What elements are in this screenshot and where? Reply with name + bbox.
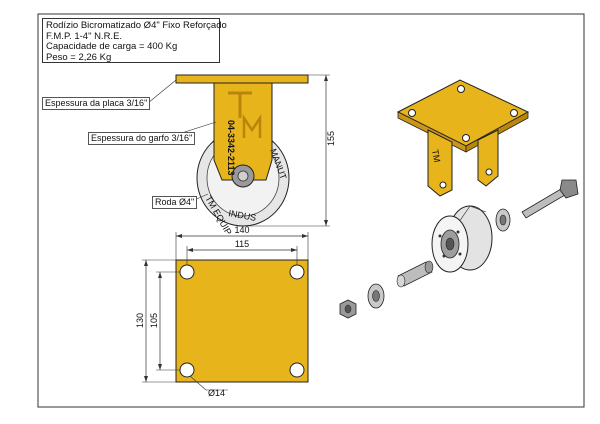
front-view: 04-3342-2113 TM EQUIP INDUS MANUT 155 [147, 74, 336, 237]
mount-hole-bl [179, 362, 195, 378]
isometric-bracket: TM [396, 79, 530, 197]
iso-fork-left [427, 129, 453, 197]
hole-spacing-y-dimension: 105 [149, 313, 159, 328]
iso-wheel [431, 205, 493, 273]
title-line-weight: Peso = 2,26 Kg [46, 51, 112, 63]
mount-hole-tr [289, 264, 305, 280]
iso-fork-right [477, 129, 499, 187]
hole-diameter-dimension: Ø14 [208, 388, 225, 398]
sheet-border [37, 13, 585, 408]
title-line-spec: F.M.P. 1-4" N.R.E. [46, 30, 123, 42]
mount-hole-br [289, 362, 305, 378]
iso-hole-3 [510, 109, 518, 117]
plate-thickness-callout: Espessura da placa 3/16" [42, 97, 151, 110]
exploded-parts [339, 179, 579, 319]
title-block: Rodízio Bicromatizado Ø4" Fixo Reforçado… [42, 18, 227, 63]
wheel-text-b: INDUS [228, 208, 257, 223]
wheel-callout: Roda Ø4" [152, 196, 198, 209]
iso-hole-4 [462, 134, 470, 142]
plate-depth-dimension: 130 [135, 313, 145, 328]
title-line-capacity: Capacidade de carga = 400 Kg [46, 41, 178, 52]
iso-hole-2 [457, 85, 465, 93]
axle-nut [237, 170, 249, 182]
iso-axle-sleeve [396, 260, 434, 288]
plate-top-view: 140 115 130 105 Ø14 [135, 225, 309, 398]
top-plate-side [175, 74, 309, 84]
tm-logo-icon [228, 91, 262, 138]
mount-plate [175, 259, 309, 383]
plate-width-dimension: 140 [234, 225, 249, 235]
height-dimension: 155 [326, 131, 336, 146]
iso-nut [339, 299, 357, 319]
hole-spacing-x-dimension: 115 [235, 239, 249, 249]
svg-text:TM: TM [430, 149, 442, 164]
iso-hole-1 [408, 109, 416, 117]
mount-hole-tl [179, 264, 195, 280]
title-line-product: Rodízio Bicromatizado Ø4" Fixo Reforçado [46, 20, 227, 31]
fork-code-text: 04-3342-2113 [226, 120, 236, 176]
fork-thickness-callout: Espessura do garfo 3/16" [88, 132, 196, 145]
iso-bolt [521, 179, 579, 219]
